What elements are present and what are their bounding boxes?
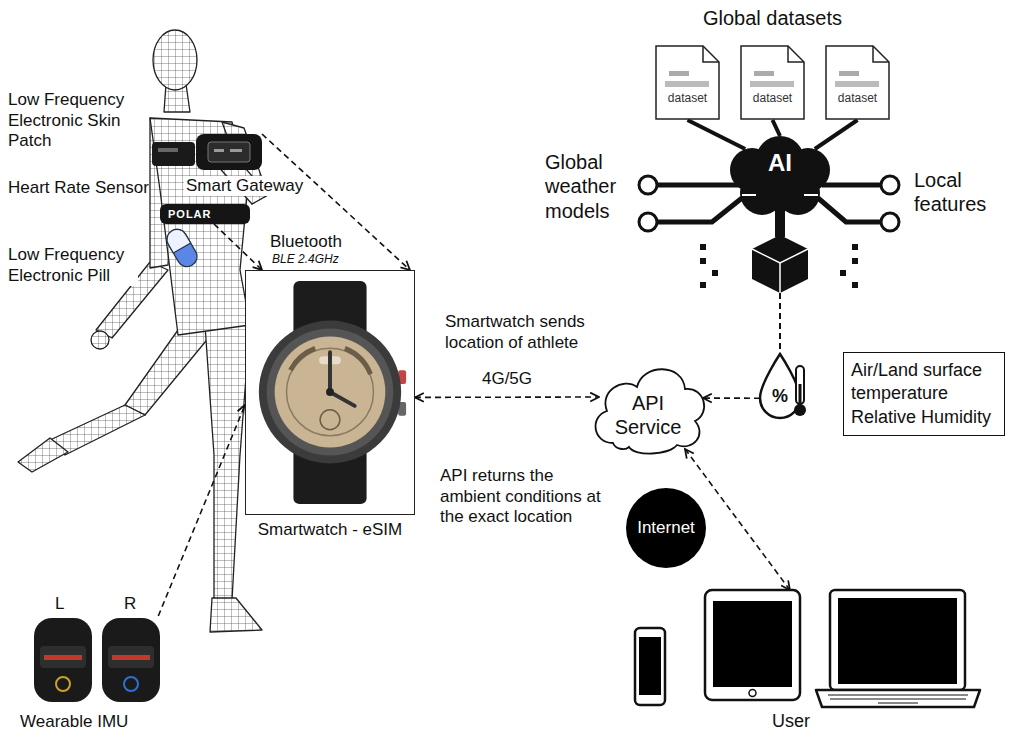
gateway-device: Smart Gateway bbox=[196, 134, 262, 170]
connector bbox=[415, 396, 599, 398]
text-label: Global weather models bbox=[545, 150, 637, 223]
text-label: Bluetooth bbox=[270, 232, 342, 253]
ai-core: AI bbox=[722, 135, 838, 295]
humidity-drop: % bbox=[758, 350, 808, 422]
edge-label: 4G/5G bbox=[479, 369, 535, 389]
connector bbox=[773, 120, 781, 136]
api-cloud: API Service bbox=[585, 355, 710, 460]
node-text: dataset bbox=[825, 91, 890, 105]
text-label: Global datasets bbox=[690, 6, 855, 30]
node-text: Air/Land surface temperature Relative Hu… bbox=[851, 359, 997, 429]
internet-circle: Internet bbox=[626, 488, 706, 568]
connector bbox=[779, 293, 781, 354]
node-text: % bbox=[762, 386, 798, 407]
dataset-doc: dataset bbox=[825, 45, 890, 120]
imu-pair: Wearable IMU bbox=[30, 616, 165, 706]
node-text: dataset bbox=[740, 91, 805, 105]
text-label: Heart Rate Sensor bbox=[8, 178, 149, 199]
node-text: AI bbox=[722, 149, 838, 177]
node-text: User bbox=[766, 711, 816, 732]
dataset-doc: dataset bbox=[655, 45, 720, 120]
text-label: Local features bbox=[914, 168, 1002, 217]
node-text: Smart Gateway bbox=[184, 176, 305, 196]
node-text: Wearable IMU bbox=[18, 712, 130, 732]
text-label: L bbox=[55, 594, 64, 615]
text-label: Low Frequency Electronic Skin Patch bbox=[8, 90, 148, 152]
text-label: Smartwatch sends location of athlete bbox=[445, 312, 605, 353]
heart-rate-strap: POLAR bbox=[160, 204, 250, 224]
connector bbox=[214, 224, 262, 270]
user-devices: User bbox=[628, 585, 983, 735]
connector bbox=[262, 134, 410, 270]
skin-patch bbox=[152, 142, 195, 166]
text-label: API returns the ambient conditions at th… bbox=[440, 466, 612, 528]
node-text: API Service bbox=[607, 391, 689, 439]
node-text: Smartwatch - eSIM bbox=[246, 520, 414, 540]
smartwatch-box: Smartwatch - eSIM bbox=[245, 270, 415, 515]
electronic-pill bbox=[163, 226, 200, 271]
conditions-box: Air/Land surface temperature Relative Hu… bbox=[843, 352, 1005, 436]
text-label: R bbox=[124, 594, 136, 615]
dataset-doc: dataset bbox=[740, 45, 805, 120]
text-label: BLE 2.4GHz bbox=[272, 252, 339, 267]
node-text: Internet bbox=[637, 518, 695, 538]
connector bbox=[703, 397, 760, 399]
node-text: POLAR bbox=[160, 204, 250, 224]
node-text: dataset bbox=[655, 91, 720, 105]
connector bbox=[815, 120, 858, 149]
skin-patch-detail bbox=[158, 148, 178, 152]
text-label: Low Frequency Electronic Pill bbox=[8, 245, 138, 286]
connector bbox=[158, 405, 245, 616]
connector bbox=[688, 120, 746, 149]
